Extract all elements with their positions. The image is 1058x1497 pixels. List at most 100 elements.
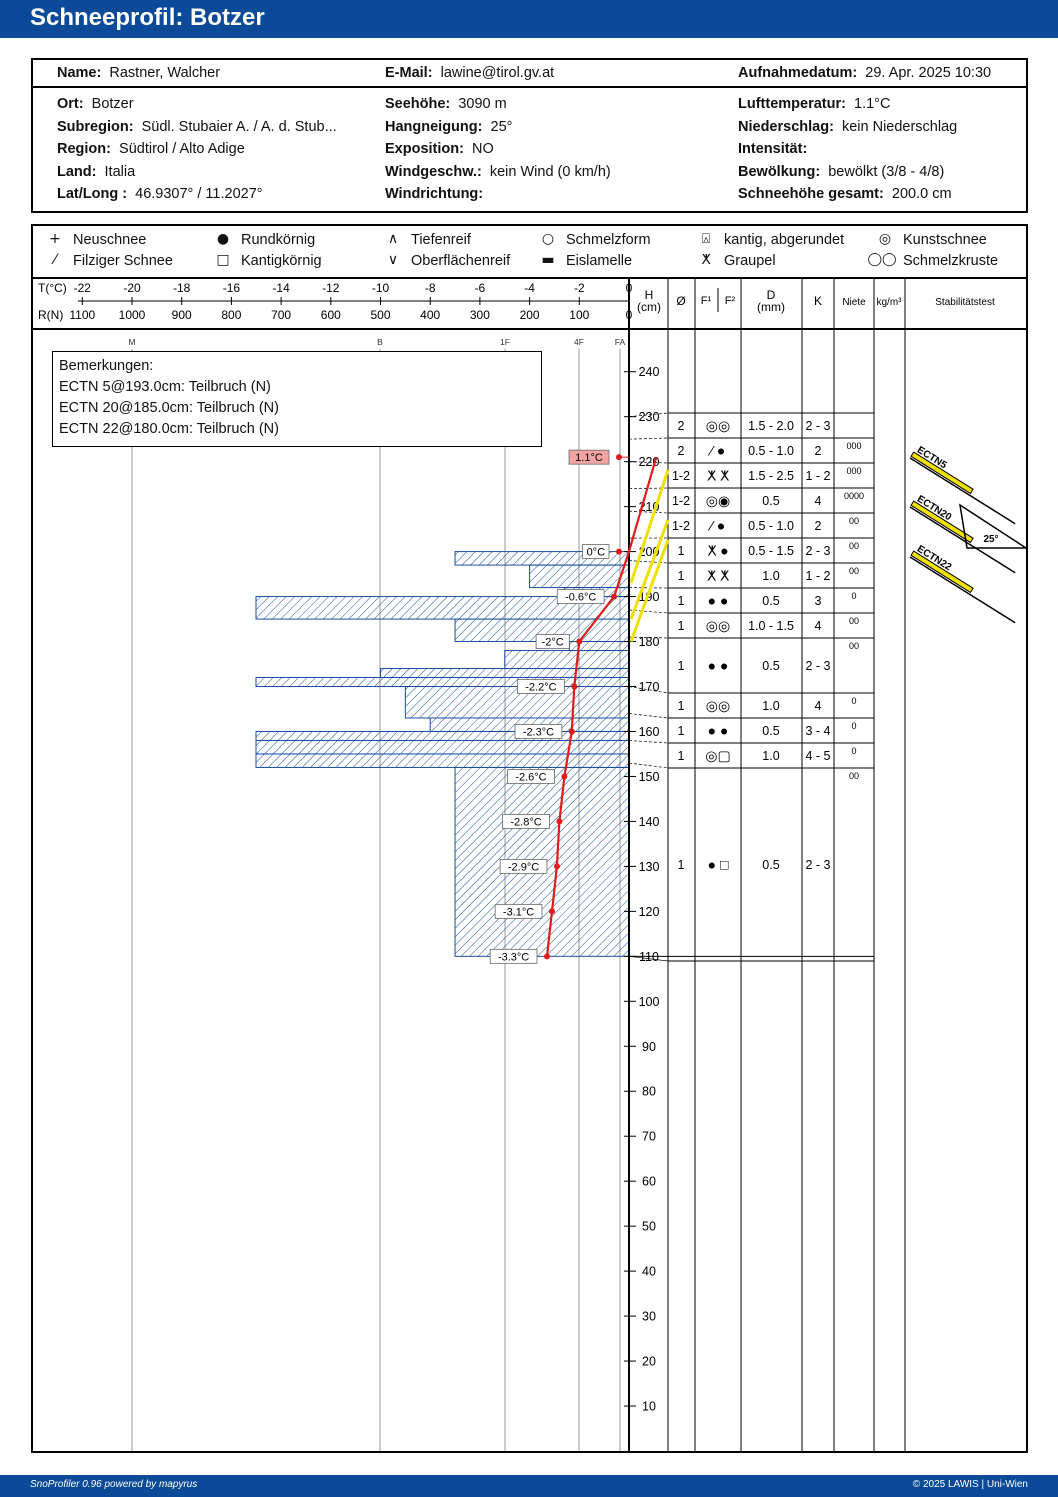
height-tick-label: 140 bbox=[639, 815, 660, 829]
stability-test-line bbox=[909, 457, 1016, 525]
temperature-tick-label: -20 bbox=[123, 281, 141, 295]
layer-hardness: 1 - 2 bbox=[805, 569, 830, 583]
layer-diameter: 1.5 - 2.0 bbox=[748, 419, 794, 433]
height-tick-label: 90 bbox=[642, 1040, 656, 1054]
layer-grain-form: ◎▢ bbox=[705, 748, 730, 764]
resistance-tick-label: 200 bbox=[520, 308, 540, 322]
height-tick-label: 160 bbox=[639, 725, 660, 739]
layer-grain-size: 1 bbox=[678, 594, 685, 608]
layer-niete: 0 bbox=[851, 696, 856, 706]
legend-label: Oberflächenreif bbox=[411, 253, 511, 269]
resistance-tick-label: 500 bbox=[370, 308, 390, 322]
resistance-tick-label: 700 bbox=[271, 308, 291, 322]
layer-grain-form: ⵅ ⵅ bbox=[707, 568, 730, 584]
legend-label: kantig, abgerundet bbox=[724, 232, 845, 248]
layer-connector bbox=[628, 955, 669, 962]
temperature-label: -2.8°C bbox=[510, 816, 541, 828]
layer-hardness: 4 bbox=[815, 619, 822, 633]
temperature-tick-label: -18 bbox=[173, 281, 191, 295]
layer-grain-size: 1-2 bbox=[672, 519, 690, 533]
height-tick-label: 100 bbox=[639, 995, 660, 1009]
layer-grain-size: 1 bbox=[678, 749, 685, 763]
layer-grain-size: 2 bbox=[678, 444, 685, 458]
height-tick-label: 30 bbox=[642, 1310, 656, 1324]
height-tick-label: 180 bbox=[639, 635, 660, 649]
legend-label: Schmelzform bbox=[566, 232, 651, 248]
layer-grain-form: ◎◎ bbox=[706, 618, 730, 634]
info-field: Niederschlag: kein Niederschlag bbox=[738, 118, 958, 135]
height-tick-label: 190 bbox=[639, 590, 660, 604]
info-field: Seehöhe: 3090 m bbox=[385, 96, 507, 112]
layer-niete: 0 bbox=[851, 591, 856, 601]
email-field: E-Mail: lawine@tirol.gv.at bbox=[385, 65, 555, 81]
layer-grain-form: ⁄ ● bbox=[708, 518, 726, 534]
legend-box: +Neuschnee⁄Filziger Schnee●Rundkörnig□Ka… bbox=[31, 224, 1028, 1453]
temperature-label-box bbox=[494, 903, 543, 919]
temperature-point bbox=[568, 728, 575, 735]
layer-diameter: 1.0 - 1.5 bbox=[748, 619, 794, 633]
temperature-label-box bbox=[502, 814, 550, 829]
info-field: Exposition: NO bbox=[385, 141, 494, 157]
height-tick-label: 20 bbox=[642, 1355, 656, 1369]
temperature-tick-label: -10 bbox=[372, 281, 390, 295]
layer-niete: 00 bbox=[849, 541, 859, 551]
legend-label: Neuschnee bbox=[73, 232, 147, 248]
temperature-tick-label: -8 bbox=[425, 281, 436, 295]
legend-label: Tiefenreif bbox=[411, 232, 471, 248]
layer-diameter: 0.5 bbox=[762, 858, 779, 872]
legend-label: Rundkörnig bbox=[241, 232, 316, 248]
temperature-label: 1.1°C bbox=[575, 452, 603, 464]
legend-label: Kunstschnee bbox=[903, 232, 987, 248]
header-bar: Schneeprofil: Botzer bbox=[0, 0, 1058, 38]
hand-hardness-label: M bbox=[128, 337, 135, 347]
layer-diameter: 1.0 bbox=[762, 749, 779, 763]
layer-diameter: 0.5 bbox=[762, 724, 779, 738]
info-box: Name: Rastner, Walcher E-Mail: lawine@ti… bbox=[31, 58, 1028, 213]
slope-angle-label: 25° bbox=[983, 534, 998, 545]
layer-connector bbox=[628, 686, 669, 694]
info-field: Region: Südtirol / Alto Adige bbox=[57, 141, 245, 157]
layer-diameter: 0.5 - 1.0 bbox=[748, 444, 794, 458]
layer-grain-size: 1 bbox=[678, 619, 685, 633]
rounded-square-icon: ⍓ bbox=[701, 231, 711, 247]
resistance-tick-label: 600 bbox=[321, 308, 341, 322]
temperature-label: -2.9°C bbox=[508, 861, 539, 873]
col-head-niete: Niete bbox=[842, 297, 866, 308]
temperature-label: -2.2°C bbox=[525, 682, 556, 694]
weak-layer-connector bbox=[629, 519, 670, 620]
bar-icon: ▬ bbox=[541, 252, 555, 268]
weak-layer-connector bbox=[629, 539, 670, 643]
col-head-hardness: K bbox=[814, 294, 822, 308]
layer-connector bbox=[628, 740, 669, 744]
temperature-point bbox=[553, 863, 560, 870]
remark-line: ECTN 20@185.0cm: Teilbruch (N) bbox=[59, 400, 279, 416]
height-tick-label: 50 bbox=[642, 1220, 656, 1234]
height-tick-label: 230 bbox=[639, 410, 660, 424]
temperature-label: -0.6°C bbox=[565, 592, 596, 604]
stability-test-line bbox=[909, 556, 1016, 624]
temperature-label: -3.3°C bbox=[498, 951, 529, 963]
filled-circle-icon: ● bbox=[216, 231, 230, 247]
double-circle-icon: ◎ bbox=[878, 231, 892, 247]
temperature-label-box bbox=[507, 769, 555, 784]
temperature-point bbox=[576, 638, 583, 645]
height-tick-label: 10 bbox=[642, 1400, 656, 1414]
layer-niete: 0 bbox=[851, 746, 856, 756]
layer-hardness: 2 - 3 bbox=[805, 419, 830, 433]
layer-diameter: 1.5 - 2.5 bbox=[748, 469, 794, 483]
col-head-density: kg/m³ bbox=[877, 297, 903, 308]
info-field: Ort: Botzer bbox=[57, 96, 134, 112]
layer-grain-form: ● ● bbox=[708, 593, 729, 609]
temperature-axis-label: T(°C) bbox=[38, 281, 67, 295]
info-field: Subregion: Südl. Stubaier A. / A. d. Stu… bbox=[57, 118, 337, 135]
layer-niete: 000 bbox=[846, 441, 861, 451]
layer-hardness: 4 - 5 bbox=[805, 749, 830, 763]
temperature-label-box bbox=[535, 634, 570, 649]
name-field: Name: Rastner, Walcher bbox=[57, 65, 221, 81]
footer-bar: SnoProfiler 0.96 powered by mapyrus © 20… bbox=[0, 1475, 1058, 1497]
layer-niete: 00 bbox=[849, 771, 859, 781]
layer-diameter: 0.5 bbox=[762, 659, 779, 673]
col-head-diameter-unit: (mm) bbox=[757, 300, 785, 314]
col-head-form2: F² bbox=[725, 295, 736, 307]
ram-profile-segment bbox=[255, 739, 630, 755]
